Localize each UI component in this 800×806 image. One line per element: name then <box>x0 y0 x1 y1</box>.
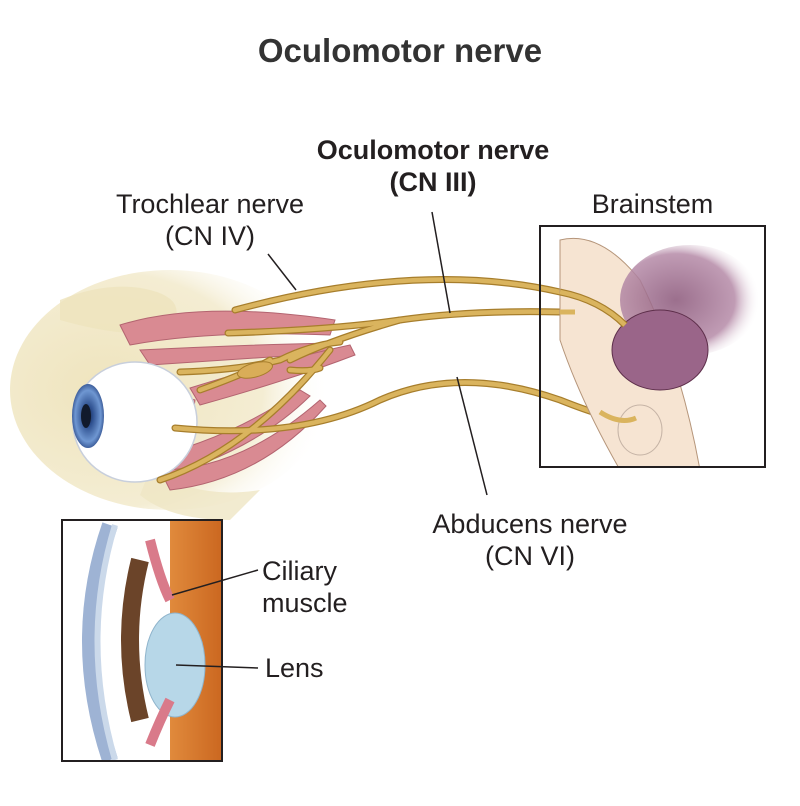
ciliary-muscle-label: Ciliary muscle <box>262 555 348 619</box>
trochlear-label-line1: Trochlear nerve <box>115 189 305 219</box>
trochlear-label: Trochlear nerve (CN IV) <box>85 188 335 252</box>
brainstem-label: Brainstem <box>591 189 714 219</box>
lens-label: Lens <box>265 653 324 683</box>
eye-inset-frame <box>61 519 223 762</box>
ciliary-leader <box>171 569 259 596</box>
ciliary-label-line1: Ciliary <box>262 556 338 586</box>
brainstem-inset <box>539 225 766 468</box>
eyeball <box>72 361 198 483</box>
oculomotor-leader <box>431 211 451 314</box>
abducens-label-line2: (CN VI) <box>485 541 575 571</box>
eye-cross-section-inset <box>61 519 223 762</box>
leader-lines <box>171 211 488 669</box>
trochlear-leader <box>267 253 297 291</box>
brainstem-frame <box>539 225 766 468</box>
diagram-title: Oculomotor nerve <box>257 32 543 69</box>
oculomotor-label: Oculomotor nerve (CN III) <box>288 134 578 198</box>
ciliary-ganglion <box>237 361 273 379</box>
oculomotor-label-line2: (CN III) <box>389 167 477 197</box>
trochlear-label-line2: (CN IV) <box>165 221 255 251</box>
lens-leader <box>175 664 259 669</box>
ciliary-label-line2: muscle <box>262 588 348 618</box>
nerves <box>156 276 634 484</box>
oculomotor-label-line1: Oculomotor nerve <box>316 135 550 165</box>
abducens-leader <box>456 376 488 496</box>
abducens-label-line1: Abducens nerve <box>432 509 628 539</box>
abducens-label: Abducens nerve (CN VI) <box>400 508 660 572</box>
